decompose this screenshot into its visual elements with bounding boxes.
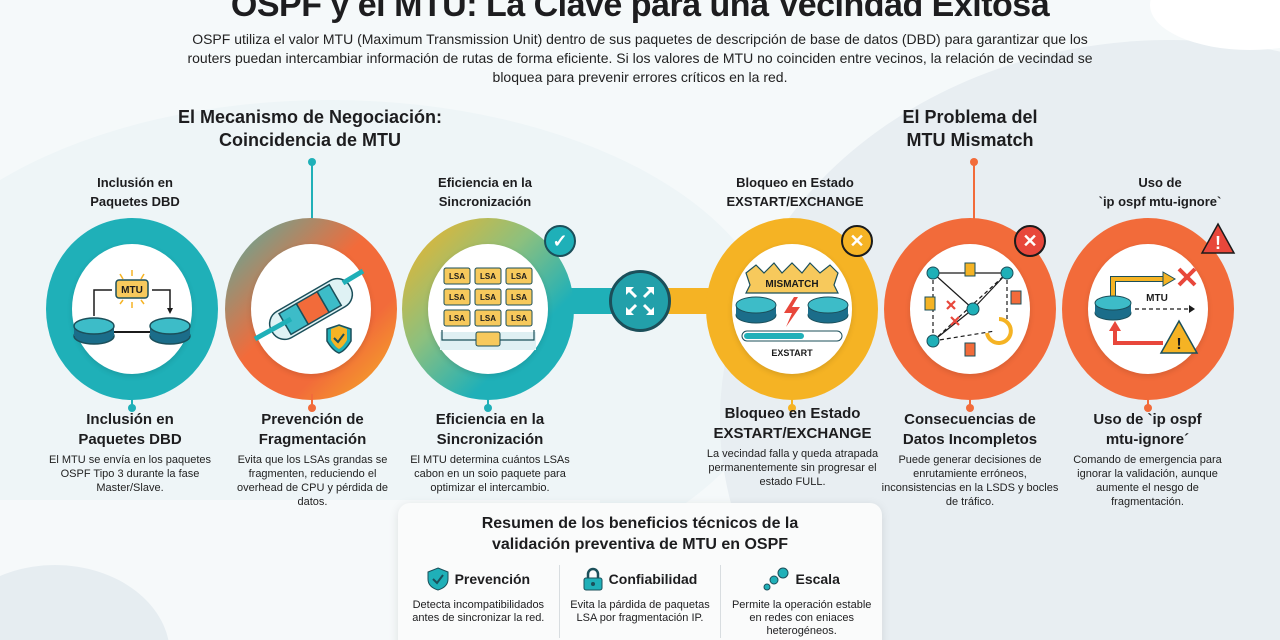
step-illustration-consequences [910,244,1030,374]
step-ring-sync: LSA LSA LSA LSA LSA LSA LSA LSA LSA [402,218,574,400]
step-illustration-sync: LSA LSA LSA LSA LSA LSA LSA LSA LSA [428,244,548,374]
svg-text:LSA: LSA [511,293,527,302]
routers-mtu-exchange-icon: MTU [73,270,191,345]
top-label-mtu-ignore: Uso de`ip ospf mtu-ignore` [1098,175,1222,209]
broken-topology-icon [924,262,1022,357]
svg-text:LSA: LSA [511,272,527,281]
card-stem [966,394,974,412]
svg-text:MISMATCH: MISMATCH [765,279,818,290]
summary-col-reliability: Confiabilidad Evita la párdida de paquet… [558,565,721,638]
section-stem-right [970,158,978,240]
card-stem [128,394,136,412]
check-badge-icon: ✓ [544,225,576,257]
step-illustration-dbd: MTU [72,244,192,374]
warning-triangle-icon: ! [1200,222,1236,261]
svg-text:EXSTART: EXSTART [771,348,813,358]
lock-icon [583,567,603,591]
svg-text:LSA: LSA [449,293,465,302]
svg-text:LSA: LSA [480,272,496,281]
summary-panel: Resumen de los beneficios técnicos de la… [398,503,882,640]
lsa-grid-icon: LSA LSA LSA LSA LSA LSA LSA LSA LSA [440,267,536,350]
svg-text:MTU: MTU [121,285,143,296]
central-router-icon [609,270,671,332]
svg-text:!: ! [1176,336,1181,353]
section-stem-left [308,158,316,240]
svg-text:!: ! [1215,233,1221,253]
step-ring-dbd: MTU [46,218,218,400]
summary-title: Resumen de los beneficios técnicos de la… [481,515,799,553]
card-stem [1144,394,1152,412]
step-illustration-exstart: MISMATCH EXSTART [732,244,852,374]
svg-text:MTU: MTU [1146,293,1168,304]
x-badge-amber-icon: ✕ [841,225,873,257]
summary-col-prevention: Prevención Detecta incompatibilidados an… [398,565,559,638]
card-stem [788,394,796,412]
svg-text:LSA: LSA [480,314,496,323]
section-title-mechanism: El Mecanismo de Negociación: Coincidenci… [177,107,443,150]
section-title-problem: El Problema del MTU Mismatch [902,107,1038,150]
summary-col-scale: Escala Permite la operación estable en r… [720,565,882,638]
packet-tunnel-shield-icon [253,268,365,354]
mismatch-routers-icon: MISMATCH EXSTART [735,262,849,358]
intro-text: OSPF utiliza el valor MTU (Maximum Trans… [187,31,1093,85]
page-title: OSPF y el MTU: La Clave para una Vecinda… [230,0,1050,24]
step-illustration-mtu-ignore: MTU ! [1088,244,1208,374]
step-ring-fragmentation [225,218,397,400]
svg-text:LSA: LSA [480,293,496,302]
x-badge-red-icon: ✕ [1014,225,1046,257]
card-stem [308,394,316,412]
scale-dots-icon [763,567,789,591]
step-illustration-fragmentation [251,244,371,374]
card-stem [484,394,492,412]
router-ignore-warning-icon: MTU ! [1094,267,1199,354]
shield-check-icon [427,567,449,591]
svg-text:LSA: LSA [511,314,527,323]
svg-text:LSA: LSA [449,272,465,281]
svg-text:LSA: LSA [449,314,465,323]
